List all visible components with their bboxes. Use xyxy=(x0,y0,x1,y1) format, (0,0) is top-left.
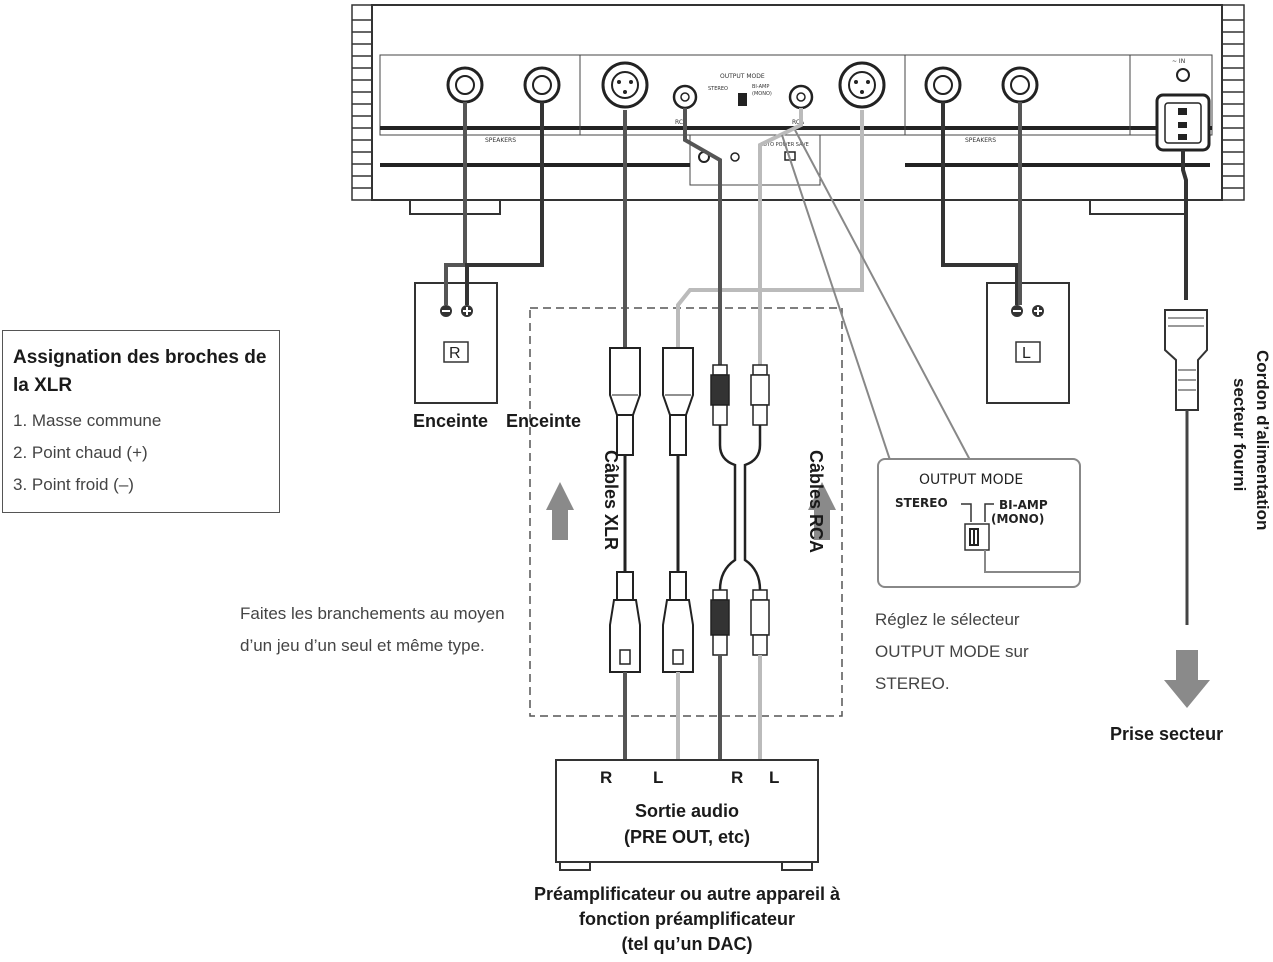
pin-assignment-title: Assignation des broches de la XLR xyxy=(13,347,267,396)
outlet-label: Prise secteur xyxy=(1110,724,1224,744)
xlr-direction-arrow xyxy=(546,482,574,540)
cable-set-frame xyxy=(529,307,843,717)
output-mode-callout-lines xyxy=(781,129,971,461)
speaker-right-label: Enceinte xyxy=(413,411,489,431)
outlet-arrow xyxy=(1164,650,1210,708)
note-output-mode-line2: OUTPUT MODE sur xyxy=(875,642,1029,661)
xlr-cables-label: Câbles XLR xyxy=(601,450,621,551)
speaker-terminal-l-plus xyxy=(1001,66,1039,104)
output-mode-switch-icon xyxy=(961,503,1081,573)
pin-item-1: 1. Masse commune xyxy=(13,411,162,430)
note-output-mode-line1: Réglez le sélecteur xyxy=(875,610,1020,629)
source-output-line2: (PRE OUT, etc) xyxy=(623,827,751,847)
caption-line3: (tel qu’un DAC) xyxy=(621,934,753,954)
output-mode-stereo: STEREO xyxy=(895,496,948,510)
speaker-left-channel: L xyxy=(1022,345,1031,362)
caption-line1: Préamplificateur ou autre appareil à xyxy=(533,884,841,904)
panel-rca-label-r: RCA xyxy=(675,119,688,126)
xlr-input-l xyxy=(838,61,886,109)
panel-speakers-label-r: SPEAKERS xyxy=(485,137,516,144)
speaker-terminal-r-plus xyxy=(523,66,561,104)
speaker-right-box: R xyxy=(414,282,498,404)
xlr-input-r xyxy=(601,61,649,109)
panel-rca-label-l: RCA xyxy=(792,119,805,126)
power-cord-label-line1: Cordon d’alimentation xyxy=(1253,350,1272,531)
panel-output-mode-label: OUTPUT MODE xyxy=(720,73,765,80)
speaker-wire-right xyxy=(444,102,544,305)
source-device xyxy=(555,759,819,871)
speaker-right-channel: R xyxy=(449,345,461,362)
panel-output-mode-switch xyxy=(738,93,747,106)
source-channel-xlr-r: R xyxy=(600,768,613,787)
note-connection-line2: d’un jeu d’un seul et même type. xyxy=(240,636,485,655)
speaker-terminal-r-minus xyxy=(446,66,484,104)
panel-biamp-label: BI-AMP xyxy=(752,84,769,90)
rca-input-l xyxy=(788,84,814,110)
rca-cable-pair xyxy=(683,108,803,780)
speaker-terminal-l-minus xyxy=(924,66,962,104)
xlr-cable-l xyxy=(662,110,864,780)
speaker-wire-left xyxy=(941,102,1022,305)
rca-cables-label: Câbles RCA xyxy=(806,450,826,554)
source-channel-rca-l: L xyxy=(769,768,780,787)
ac-inlet: ~ IN xyxy=(1155,58,1211,152)
panel-ir-jack xyxy=(730,152,740,162)
output-mode-title: OUTPUT MODE xyxy=(919,472,1024,488)
rca-input-r xyxy=(672,84,698,110)
pin-item-3: 3. Point froid (–) xyxy=(13,475,134,494)
power-cord xyxy=(1164,150,1208,625)
rca-direction-arrow xyxy=(808,482,836,540)
pin-assignment-box: Assignation des broches de la XLR 1. Mas… xyxy=(2,330,280,513)
source-channel-xlr-l: L xyxy=(653,768,664,787)
power-cord-label-line2: secteur fourni xyxy=(1230,378,1249,492)
speaker-left-box: L xyxy=(986,282,1070,404)
output-mode-biamp: BI-AMP xyxy=(999,498,1048,512)
heatsink-right xyxy=(1221,4,1245,201)
source-channel-rca-r: R xyxy=(731,768,744,787)
panel-speakers-label-l: SPEAKERS xyxy=(965,137,996,144)
panel-stereo-label: STEREO xyxy=(708,86,728,92)
output-mode-detail-box: OUTPUT MODE STEREO BI-AMP (MONO) xyxy=(877,458,1081,588)
xlr-cable-r xyxy=(609,110,641,780)
output-mode-mono: (MONO) xyxy=(991,512,1045,526)
note-connection-line1: Faites les branchements au moyen xyxy=(240,604,505,623)
speaker-left-label: Enceinte xyxy=(506,411,582,431)
svg-text:~ IN: ~ IN xyxy=(1172,58,1185,65)
note-output-mode-line3: STEREO. xyxy=(875,674,950,693)
source-output-line1: Sortie audio xyxy=(634,801,739,821)
heatsink-left xyxy=(351,4,373,201)
pin-item-2: 2. Point chaud (+) xyxy=(13,443,148,462)
caption-line2: fonction préamplificateur xyxy=(578,909,796,929)
panel-mono-label: (MONO) xyxy=(752,91,772,97)
